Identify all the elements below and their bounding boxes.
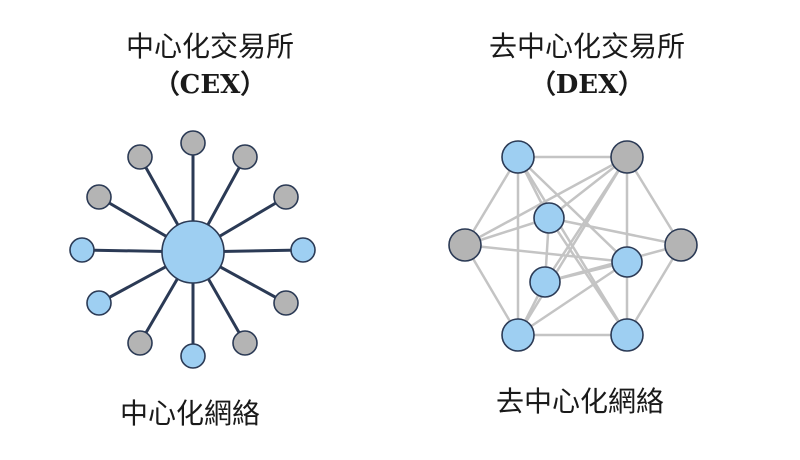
mesh-edge [625,244,683,336]
blue-node [611,246,643,278]
mesh-edge [517,260,628,337]
dex-title-text: 去中心化交易所 [488,30,685,63]
blue-node [69,237,95,263]
mesh-edge [517,156,628,263]
blue-node [501,318,535,352]
blue-node [501,140,535,174]
mesh-edge [547,217,629,336]
dex-caption: 去中心化網絡 [495,385,664,418]
gray-node [127,144,153,170]
gray-node [127,330,153,356]
gray-node [180,130,206,156]
mesh-edge [625,156,683,246]
mesh-edge [463,244,520,336]
cex-caption: 中心化網絡 [119,397,260,430]
blue-node [180,343,206,369]
dex-subtitle: （DEX） [529,70,645,100]
decentralized-network [448,140,698,352]
blue-node [610,318,644,352]
gray-node [232,144,258,170]
gray-node [86,184,112,210]
gray-node [273,184,299,210]
cex-title: 中心化交易所 （CEX） [60,28,360,104]
gray-node [232,330,258,356]
cex-subtitle: （CEX） [153,70,267,100]
gray-node [448,228,482,262]
blue-node [529,266,561,298]
blue-node [290,237,316,263]
mesh-edge [548,216,682,247]
gray-node [664,228,698,262]
mesh-edge [543,156,629,283]
central-hub-node [161,220,225,284]
gray-node [273,290,299,316]
centralized-network [69,130,316,369]
gray-node [610,140,644,174]
mesh-edge [464,155,628,247]
blue-node [533,202,565,234]
mesh-edge [463,156,520,246]
dex-title: 去中心化交易所 （DEX） [437,28,737,104]
cex-title-text: 中心化交易所 [125,30,294,63]
blue-node [86,290,112,316]
